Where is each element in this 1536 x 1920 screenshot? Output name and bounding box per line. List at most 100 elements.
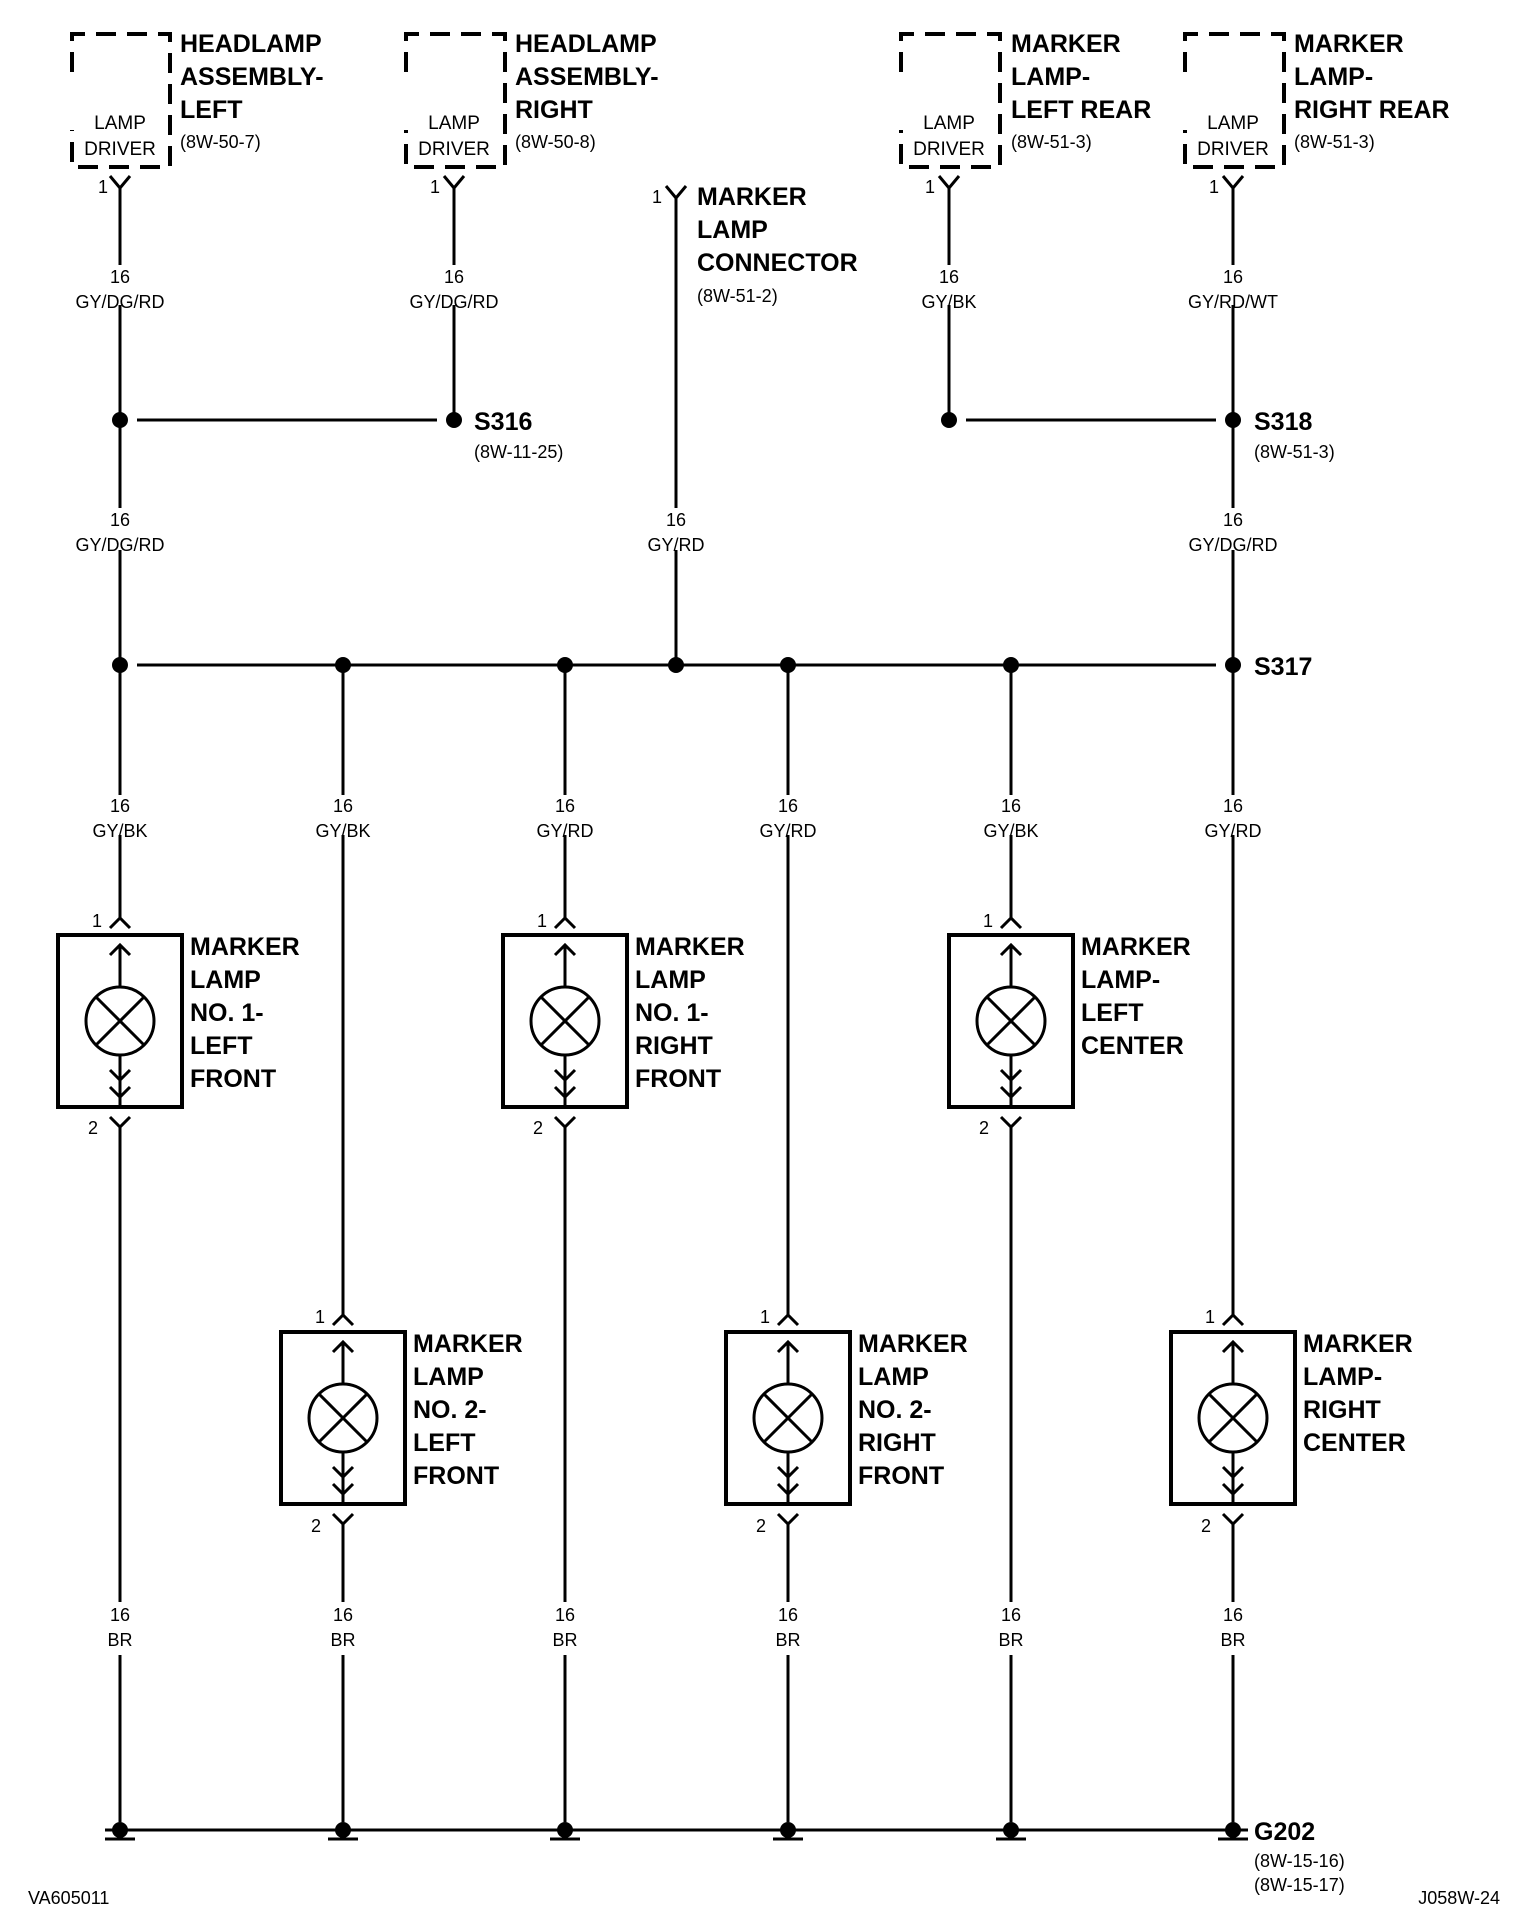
driver-title-line: HEADLAMP [515,30,657,58]
ground-ref: (8W-15-17) [1254,1875,1345,1895]
driver-pins: 1 1 1 1 [98,175,1245,197]
lamp-title-line: LEFT [1081,999,1144,1027]
lamp-title-line: NO. 2- [858,1396,932,1424]
splice-dot [941,412,957,428]
wire-gauge: 16 [555,796,575,816]
wire-color: GY/BK [983,821,1038,841]
wire-color: GY/BK [315,821,370,841]
lamp-title-line: LAMP- [1303,1363,1382,1391]
wire-color: GY/RD/WT [1188,292,1278,312]
ground-icon [1218,1822,1248,1841]
driver-headlamp-right: LAMP DRIVER HEADLAMP ASSEMBLY- RIGHT (8W… [404,30,659,169]
wire-gauge: 16 [444,267,464,287]
driver-title-line: RIGHT REAR [1294,96,1450,124]
pin-label: 2 [756,1516,766,1536]
driver-ref: (8W-50-7) [180,132,261,152]
driver-label-1: LAMP [428,113,480,134]
lamp-title-line: RIGHT [635,1032,713,1060]
connector-ref: (8W-51-2) [697,286,778,306]
connector-title-line: LAMP [697,216,768,244]
splice-dot [112,412,128,428]
lamp-title-line: MARKER [190,933,300,961]
driver-title-line: LAMP- [1294,63,1373,91]
lamp-title-line: FRONT [635,1065,721,1093]
wire-color: GY/RD [536,821,593,841]
driver-label-1: LAMP [1207,113,1259,134]
pin-label: 1 [92,911,102,931]
wire-gauge: 16 [555,1605,575,1625]
pin-label: 2 [311,1516,321,1536]
wire-gauge: 16 [333,796,353,816]
pin-label: 1 [1209,177,1219,197]
splice-dot-s318 [1225,412,1241,428]
driver-ref: (8W-51-3) [1294,132,1375,152]
lamp-title-line: MARKER [413,1330,523,1358]
wire-color: GY/DG/RD [75,292,164,312]
lamp-left-center: 1 2 MARKER LAMP- LEFT CENTER [947,911,1191,1138]
lamp-feed-labels: 16 GY/BK 16 GY/BK 16 GY/RD 16 GY/RD 16 G… [92,796,1261,841]
driver-title-line: MARKER [1294,30,1404,58]
splice-ref: (8W-11-25) [474,442,563,462]
wire-color: GY/DG/RD [1188,535,1277,555]
lamp-title-line: NO. 2- [413,1396,487,1424]
wire-gauge: 16 [1223,510,1243,530]
lamp-title-line: NO. 1- [190,999,264,1027]
doc-id-left: VA605011 [28,1888,109,1908]
lamp-title-line: RIGHT [858,1429,936,1457]
wire-gauge: 16 [778,1605,798,1625]
driver-label-1: LAMP [923,113,975,134]
lamp-title-line: LAMP [635,966,706,994]
splice-name: S318 [1254,408,1312,436]
driver-label-1: LAMP [94,113,146,134]
pin-label: 1 [98,177,108,197]
bus-dot [668,657,684,673]
marker-lamp-connector: 1 MARKER LAMP CONNECTOR (8W-51-2) [652,183,858,306]
wire-color: BR [998,1630,1023,1650]
wire-color: GY/BK [92,821,147,841]
ground-wire-labels: 16 BR 16 BR 16 BR 16 BR 16 BR 16 BR [107,1605,1245,1650]
driver-title-line: LEFT REAR [1011,96,1151,124]
wire-gauge: 16 [110,510,130,530]
wire-color: BR [775,1630,800,1650]
upper-splices: S316 (8W-11-25) S318 (8W-51-3) [112,408,1335,462]
driver-title-line: ASSEMBLY- [515,63,659,91]
lamp-title-line: MARKER [635,933,745,961]
driver-title-line: LEFT [180,96,243,124]
driver-title-line: MARKER [1011,30,1121,58]
upper-wires [118,188,1235,665]
wire-color: GY/RD [647,535,704,555]
ground-wires [118,1127,1235,1822]
pin-label: 2 [979,1118,989,1138]
lamp-title-line: LAMP [413,1363,484,1391]
connector-title-line: MARKER [697,183,807,211]
lamp-no2-left-front: 1 2 MARKER LAMP NO. 2- LEFT FRONT [279,1307,523,1536]
lamp-no1-left-front: 1 2 MARKER LAMP NO. 1- LEFT FRONT [56,911,300,1138]
wire-gauge: 16 [110,796,130,816]
pin-label: 1 [925,177,935,197]
ground-ref: (8W-15-16) [1254,1851,1345,1871]
pin-label: 1 [983,911,993,931]
wire-gauge: 16 [1001,796,1021,816]
wire-color: BR [107,1630,132,1650]
wire-color: GY/RD [1204,821,1261,841]
driver-label-2: DRIVER [84,139,156,160]
pin-label: 2 [1201,1516,1211,1536]
lamp-title-line: FRONT [413,1462,499,1490]
pin-label: 1 [1205,1307,1215,1327]
lamp-title-line: MARKER [1081,933,1191,961]
wire-gauge: 16 [666,510,686,530]
wire-gauge: 16 [1223,267,1243,287]
driver-ref: (8W-50-8) [515,132,596,152]
ground-icon [550,1822,580,1841]
ground-icon [996,1822,1026,1841]
driver-marker-left-rear: LAMP DRIVER MARKER LAMP- LEFT REAR (8W-5… [899,30,1151,169]
wire-gauge: 16 [110,1605,130,1625]
wire-color: BR [330,1630,355,1650]
pin-label: 2 [88,1118,98,1138]
connector-title-line: CONNECTOR [697,249,858,277]
lamp-title-line: LAMP- [1081,966,1160,994]
s317-bus: S317 [112,653,1312,681]
wire-gauge: 16 [1001,1605,1021,1625]
pin-label: 1 [537,911,547,931]
